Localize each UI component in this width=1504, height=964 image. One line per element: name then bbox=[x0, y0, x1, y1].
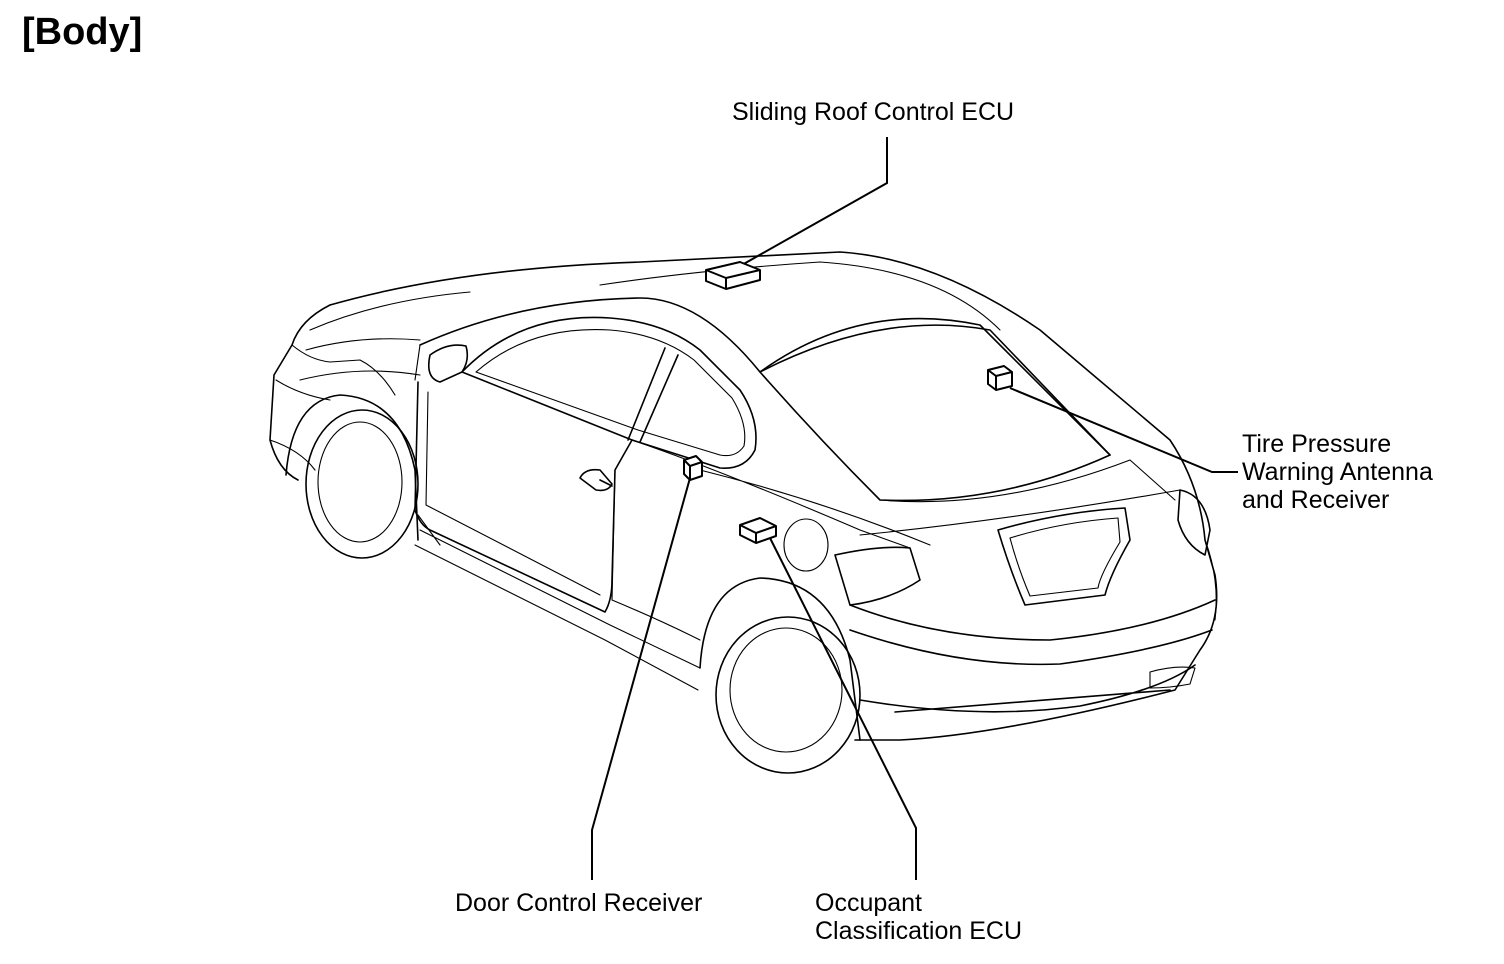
diagram-title: [Body] bbox=[22, 11, 143, 53]
label-occupant-line-1: Occupant bbox=[815, 889, 923, 917]
sliding-roof-ecu-part bbox=[705, 261, 761, 290]
car-tail-light-right bbox=[1177, 489, 1211, 556]
label-tire-pressure-line-1: Tire Pressure bbox=[1242, 430, 1392, 458]
occupant-classification-ecu-part bbox=[739, 517, 777, 544]
leader-lines bbox=[591, 137, 1238, 880]
car-b-pillar bbox=[627, 347, 679, 443]
car-front-arch bbox=[285, 394, 419, 541]
car-hood-line bbox=[299, 291, 471, 381]
car-outline bbox=[269, 251, 1218, 774]
car-rear-window bbox=[759, 324, 1111, 502]
car-rear-bumper bbox=[849, 599, 1216, 713]
car-rear-wheel-rim bbox=[729, 627, 843, 753]
car-silhouette bbox=[269, 251, 1218, 741]
car-beltline bbox=[631, 439, 931, 549]
car-door-handle bbox=[579, 468, 613, 492]
car-side-mirror bbox=[427, 344, 469, 383]
car-rear-corner bbox=[1204, 539, 1217, 621]
car-side-window bbox=[461, 316, 757, 469]
label-tire-pressure-warning-antenna: Tire Pressure Warning Antenna and Receiv… bbox=[1242, 430, 1433, 514]
car-front-wheel bbox=[305, 409, 419, 559]
car-door-inner bbox=[425, 391, 601, 596]
car-window-inner bbox=[475, 328, 746, 457]
car-rocker bbox=[414, 514, 701, 691]
label-tire-pressure-line-2: Warning Antenna bbox=[1242, 458, 1433, 486]
car-plate-recess bbox=[997, 507, 1131, 606]
label-occupant-classification-ecu: Occupant Classification ECU bbox=[815, 889, 1022, 945]
car-tail-light-left bbox=[834, 546, 921, 606]
car-fuel-door bbox=[783, 518, 829, 572]
car-rear-wheel bbox=[715, 616, 861, 774]
label-sliding-roof-line-1: Sliding Roof Control ECU bbox=[732, 98, 1015, 126]
car-rear-quarter bbox=[611, 469, 701, 641]
label-occupant-line-2: Classification ECU bbox=[815, 917, 1023, 945]
leader-sliding-roof bbox=[732, 137, 888, 271]
label-door-control-line-1: Door Control Receiver bbox=[455, 889, 703, 917]
car-plate-inner bbox=[1009, 517, 1121, 597]
leader-occupant bbox=[769, 537, 917, 880]
label-tire-pressure-line-3: and Receiver bbox=[1242, 486, 1390, 514]
car-exhaust bbox=[1149, 666, 1196, 689]
car-trunk-lid bbox=[859, 459, 1181, 536]
tire-pressure-receiver-part bbox=[987, 365, 1013, 391]
car-rear-arch bbox=[699, 577, 861, 741]
door-control-receiver-part bbox=[683, 455, 703, 481]
car-roofline bbox=[419, 297, 1111, 456]
car-roof-seam bbox=[599, 261, 1001, 331]
label-door-control-receiver: Door Control Receiver bbox=[455, 889, 702, 917]
leader-door-control bbox=[591, 477, 691, 880]
label-sliding-roof-control-ecu: Sliding Roof Control ECU bbox=[732, 98, 1014, 126]
leader-tire-pressure bbox=[1009, 387, 1238, 473]
car-front-wheel-rim bbox=[317, 421, 403, 543]
